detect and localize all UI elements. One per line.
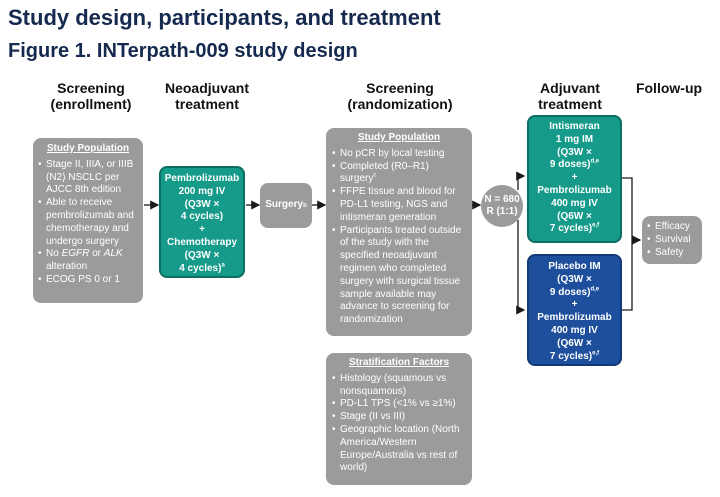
follow-up-item: Safety	[647, 247, 697, 260]
randomization-population-title: Study Population	[357, 132, 441, 143]
stratification-title: Stratification Factors	[348, 357, 450, 368]
enrollment-criterion: No EGFR or ALK alteration	[38, 248, 138, 274]
enrollment-criterion: Able to receive pembrolizumab and chemot…	[38, 197, 138, 248]
arrow-to-intismeran-arm	[516, 171, 526, 190]
enrollment-population-box: Study Population Stage II, IIIA, or IIIB…	[33, 138, 143, 303]
randomization-circle: N = 680 R (1:1)	[481, 185, 523, 227]
follow-up-item: Efficacy	[647, 221, 697, 234]
stratification-factor: Stage (II vs III)	[332, 411, 466, 424]
header-follow-up: Follow-up	[635, 80, 703, 96]
header-screening-enrollment: Screening(enrollment)	[50, 80, 132, 112]
stratification-factor: Histology (squamous vs nonsquamous)	[332, 373, 466, 399]
randomization-population-box: Study Population No pCR by local testing…	[326, 128, 472, 336]
randomization-criterion: FFPE tissue and blood for PD-L1 testing,…	[332, 186, 466, 224]
placebo-arm-box: Placebo IM (Q3W × 9 doses)d,e + Pembroli…	[527, 254, 622, 366]
randomization-criterion: Participants treated outside of the stud…	[332, 225, 466, 327]
randomization-criterion: Completed (R0–R1)surgeryc	[332, 161, 466, 187]
line-intismeran-to-followup	[622, 177, 633, 240]
enrollment-criterion: ECOG PS 0 or 1	[38, 274, 138, 287]
intismeran-arm-box: Intismeran 1 mg IM (Q3W × 9 doses)d,e + …	[527, 115, 622, 243]
line-placebo-to-followup	[622, 240, 633, 311]
figure-title: Figure 1. INTerpath-009 study design	[8, 40, 358, 62]
arrow-to-placebo-arm	[516, 220, 526, 315]
neoadjuvant-treatment-box: Pembrolizumab 200 mg IV (Q3W × 4 cycles)…	[159, 166, 245, 278]
enrollment-population-title: Study Population	[46, 143, 130, 154]
follow-up-box: Efficacy Survival Safety	[642, 216, 702, 264]
main-title: Study design, participants, and treatmen…	[8, 5, 441, 30]
randomization-criterion: No pCR by local testing	[332, 148, 466, 161]
header-screening-randomization: Screening(randomization)	[347, 80, 453, 112]
stratification-factor: Geographic location (North America/Weste…	[332, 424, 466, 475]
follow-up-item: Survival	[647, 234, 697, 247]
enrollment-criterion: Stage II, IIIA, or IIIB (N2) NSCLC per A…	[38, 159, 138, 197]
stratification-factor: PD-L1 TPS (<1% vs ≥1%)	[332, 398, 466, 411]
stratification-factors-box: Stratification Factors Histology (squamo…	[326, 353, 472, 485]
